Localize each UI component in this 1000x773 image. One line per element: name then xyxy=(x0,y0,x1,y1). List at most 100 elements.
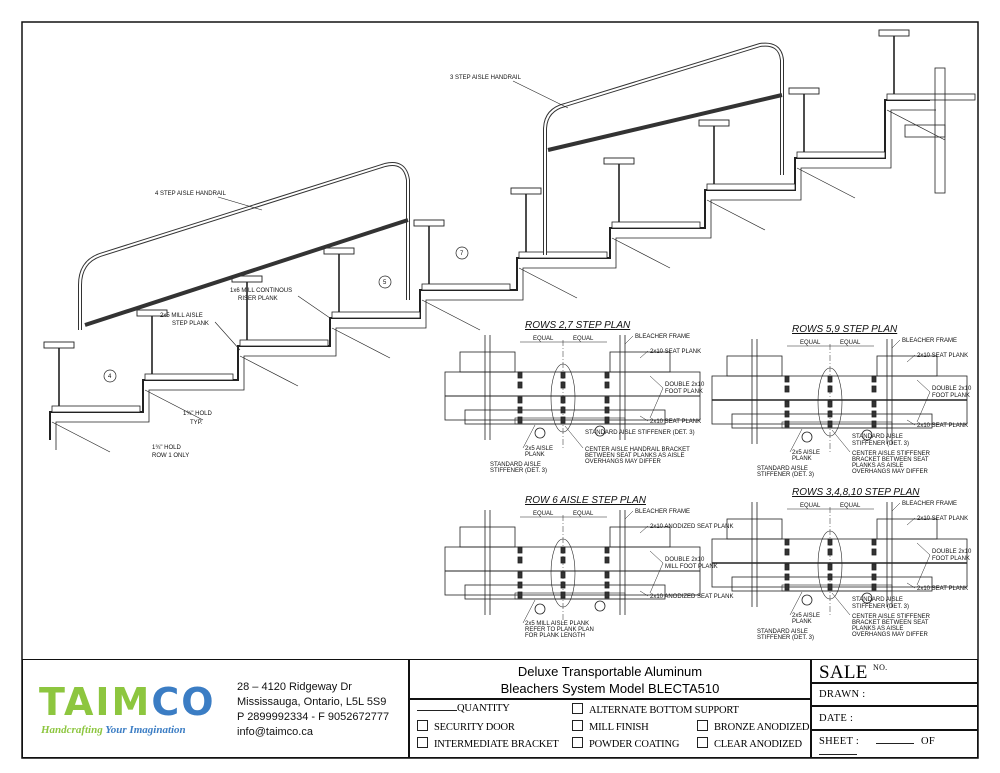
stiffener-bolt xyxy=(827,420,833,428)
leader xyxy=(789,591,803,616)
stiffener-bolt xyxy=(517,581,523,589)
stiffener-bolt xyxy=(871,385,877,393)
plan-title: ROW 6 AISLE STEP PLAN xyxy=(525,495,647,506)
aisle-plank xyxy=(514,592,626,600)
stiffener-bolt xyxy=(827,563,833,571)
stiffener-left-label: STANDARD AISLE xyxy=(490,462,541,468)
aisle-step-plank xyxy=(706,183,796,191)
date-field[interactable]: DATE : xyxy=(810,705,978,731)
option-intermediate-bracket[interactable]: INTERMEDIATE BRACKET xyxy=(417,737,559,750)
plan-title: ROWS 2,7 STEP PLAN xyxy=(525,320,631,331)
riser-label-2: RISER PLANK xyxy=(238,296,278,302)
stiffener-bolt xyxy=(784,410,790,418)
seat-plank-bottom-label: 2x10 SEAT PLANK xyxy=(917,586,968,592)
leader xyxy=(916,379,931,423)
title-line-1: Deluxe Transportable Aluminum xyxy=(517,664,703,679)
center-bracket-label: OVERHANGS MAY DIFFER xyxy=(852,469,928,475)
stiffener-bolt xyxy=(784,385,790,393)
detail-bubble xyxy=(801,594,813,606)
frame-brace xyxy=(518,267,578,299)
stiffener-bolt xyxy=(784,538,790,546)
foot-plank-label: DOUBLE 2x10 xyxy=(665,382,705,388)
stiffener-bolt xyxy=(827,375,833,383)
phone-fax: P 2899992334 - F 9052672777 xyxy=(237,711,390,723)
stiffener-bolt xyxy=(871,400,877,408)
option-clear-anodized[interactable]: CLEAR ANODIZED xyxy=(697,737,802,750)
stiffener-left-label: STANDARD AISLE xyxy=(757,466,808,472)
option-powder-coating[interactable]: POWDER COATING xyxy=(572,737,679,750)
detail-bubble xyxy=(861,429,873,441)
seat-plank-top-label: 2x10 SEAT PLANK xyxy=(917,353,968,359)
hold-typ-label-1: 1¾" HOLD xyxy=(183,411,212,417)
option-bronze-anodized[interactable]: BRONZE ANODIZED xyxy=(697,720,809,733)
stiffener-bolt xyxy=(517,371,523,379)
detail-bubble-4: 4 xyxy=(108,374,112,380)
handrail-3-label: 3 STEP AISLE HANDRAIL xyxy=(450,75,522,81)
center-bracket-label: CENTER AISLE HANDRAIL BRACKET xyxy=(585,447,690,453)
stiffener-bolt xyxy=(827,410,833,418)
detail-bubble xyxy=(594,600,606,612)
stiffener-bolt xyxy=(604,381,610,389)
stiffener-bolt xyxy=(560,591,566,599)
seat-plank xyxy=(603,157,635,165)
aisle-step-plank xyxy=(144,373,234,381)
drawn-field[interactable]: DRAWN : xyxy=(810,682,978,707)
leader xyxy=(624,335,634,345)
option-alternate-bottom-support[interactable]: ALTERNATE BOTTOM SUPPORT xyxy=(572,703,739,716)
stiffener-bolt xyxy=(784,563,790,571)
seat-plank-left xyxy=(459,351,516,373)
equal-label: EQUAL xyxy=(573,336,594,342)
stiffener-right-label: STANDARD AISLE xyxy=(852,434,903,440)
stiffener-bolt xyxy=(827,400,833,408)
foot-plank-label: FOOT PLANK xyxy=(665,389,703,395)
elevation-labels: 3 STEP AISLE HANDRAIL 4 STEP AISLE HANDR… xyxy=(103,75,569,459)
seat-plank-right xyxy=(609,351,671,373)
stiffener-bolt xyxy=(560,581,566,589)
leader xyxy=(649,550,664,594)
leader xyxy=(639,350,649,359)
aisle-plank xyxy=(781,584,893,592)
foot-plank-label: DOUBLE 2x10 xyxy=(932,386,972,392)
aisle-plank-label: PLANK xyxy=(792,619,812,625)
stiffener-bolt xyxy=(784,573,790,581)
handrail-3-mid xyxy=(547,93,783,152)
equal-label: EQUAL xyxy=(573,511,594,517)
aisle-step-plank xyxy=(239,339,329,347)
center-bracket-label: BETWEEN SEAT PLANKS AS AISLE xyxy=(585,453,684,459)
aisle-step-plank xyxy=(796,151,886,159)
options-panel: QUANTITY SECURITY DOOR INTERMEDIATE BRAC… xyxy=(408,698,812,758)
stiffener-bolt xyxy=(517,416,523,424)
sale-no-field[interactable]: SALE NO. xyxy=(810,659,978,684)
sheet-field[interactable]: SHEET : OF xyxy=(810,729,978,758)
seat-plank xyxy=(413,219,445,227)
center-bracket-label: CENTER AISLE STIFFENER xyxy=(852,451,931,457)
center-bracket-label: OVERHANGS MAY DIFFER xyxy=(585,459,661,465)
leader xyxy=(891,339,901,349)
frame-bracket xyxy=(904,124,946,138)
step-underside xyxy=(55,109,936,450)
leader xyxy=(906,419,916,426)
stiffener-left-label: STIFFENER (DET. 3) xyxy=(490,468,547,474)
quantity-field[interactable]: QUANTITY xyxy=(417,703,510,714)
stiffener-left-label: STANDARD AISLE xyxy=(757,629,808,635)
frame-brace xyxy=(239,355,299,387)
stiffener-bolt xyxy=(604,416,610,424)
option-mill-finish[interactable]: MILL FINISH xyxy=(572,720,649,733)
seat-plank xyxy=(788,87,820,95)
stiffener-bolt xyxy=(604,406,610,414)
frame-brace xyxy=(51,421,111,453)
aisle-step-plank xyxy=(51,405,141,413)
stiffener-bolt xyxy=(827,548,833,556)
bleacher-frame-label: BLEACHER FRAME xyxy=(635,509,690,515)
option-security-door[interactable]: SECURITY DOOR xyxy=(417,720,515,733)
stiffener-bolt xyxy=(560,371,566,379)
aisle-step-plank xyxy=(611,221,701,229)
stiffener-bolt xyxy=(604,371,610,379)
stiffener-right-label: STANDARD AISLE xyxy=(852,597,903,603)
leader xyxy=(916,542,931,586)
plan-views: ROWS 2,7 STEP PLAN EQUAL EQUAL BLEACHER FRA… xyxy=(444,320,972,641)
handrail-3-step-inner xyxy=(544,43,783,255)
detail-bubble xyxy=(861,592,873,604)
